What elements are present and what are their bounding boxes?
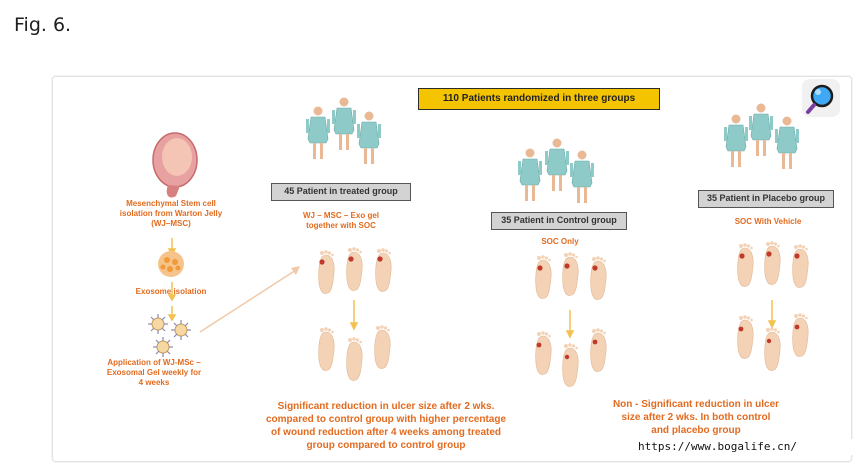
result-treated: Significant reduction in ulcer size afte… xyxy=(265,401,507,451)
pregnant-uterus-icon xyxy=(152,132,198,198)
step-exosome-isolation: Exosome isolation xyxy=(135,287,207,296)
foot-icon xyxy=(318,324,391,382)
application-arrow xyxy=(199,266,300,333)
treatment-placebo: SOC With Vehicle xyxy=(734,217,802,226)
watermark-url: https://www.bogalife.cn/ xyxy=(636,439,854,455)
stem-cell-icon xyxy=(158,251,184,277)
patient-icon xyxy=(305,97,382,165)
patient-icon xyxy=(723,103,800,170)
magnifier-icon[interactable] xyxy=(800,78,842,118)
foot-icon xyxy=(737,312,809,372)
step-msc-isolation: Mesenchymal Stem cell isolation from War… xyxy=(119,199,223,228)
result-control-placebo: Non - Significant reduction in ulcer siz… xyxy=(612,399,780,436)
group-box-control: 35 Patient in Control group xyxy=(491,212,627,230)
foot-icon xyxy=(318,246,392,295)
treatment-treated: WJ – MSC – Exo gel together with SOC xyxy=(302,211,380,230)
foot-icon xyxy=(535,251,607,301)
step-gel-application: Application of WJ-MSc – Exosomal Gel wee… xyxy=(106,358,202,387)
group-box-placebo: 35 Patient in Placebo group xyxy=(698,190,834,208)
foot-icon xyxy=(535,327,607,388)
group-box-treated: 45 Patient in treated group xyxy=(271,183,411,201)
randomization-banner: 110 Patients randomized in three groups xyxy=(418,88,660,110)
figure-label: Fig. 6. xyxy=(14,14,72,36)
exosome-icon xyxy=(147,313,192,358)
treatment-control: SOC Only xyxy=(541,237,579,246)
foot-icon xyxy=(737,240,809,289)
patient-icon xyxy=(517,138,595,204)
